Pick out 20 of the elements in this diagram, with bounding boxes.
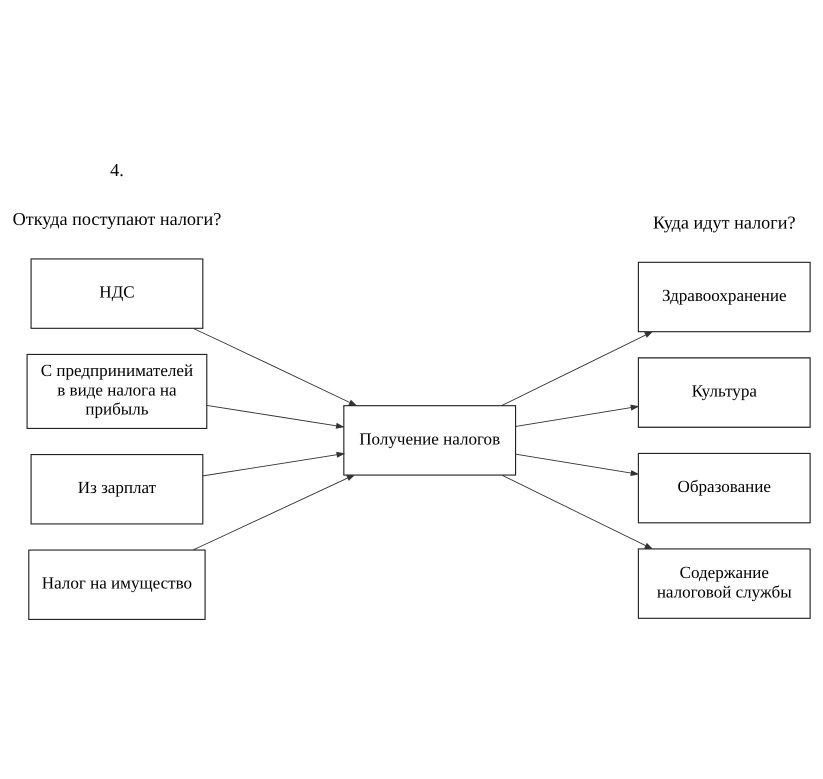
node-box: Здравоохранение xyxy=(638,261,811,332)
arrow xyxy=(501,474,654,549)
arrow xyxy=(192,474,356,550)
arrow xyxy=(515,453,640,476)
node-box: Получение налогов xyxy=(343,404,516,476)
node-box: НДС xyxy=(30,258,204,328)
arrow xyxy=(202,451,346,476)
label: 4. xyxy=(110,160,124,180)
node-box: Из зарплат xyxy=(30,453,204,524)
label: Откуда поступают налоги? xyxy=(12,208,222,229)
arrow xyxy=(515,404,640,426)
node-box: Образование xyxy=(638,452,811,523)
arrow xyxy=(501,330,654,406)
node-box: Содержание налоговой службы xyxy=(638,548,811,618)
arrow xyxy=(192,328,358,406)
node-box: С предпринимателей в виде налога на прибыль xyxy=(26,353,208,428)
node-box: Культура xyxy=(638,356,811,428)
arrow xyxy=(206,404,345,428)
node-box: Налог на имущество xyxy=(28,549,206,620)
label: Куда идут налоги? xyxy=(652,212,796,232)
